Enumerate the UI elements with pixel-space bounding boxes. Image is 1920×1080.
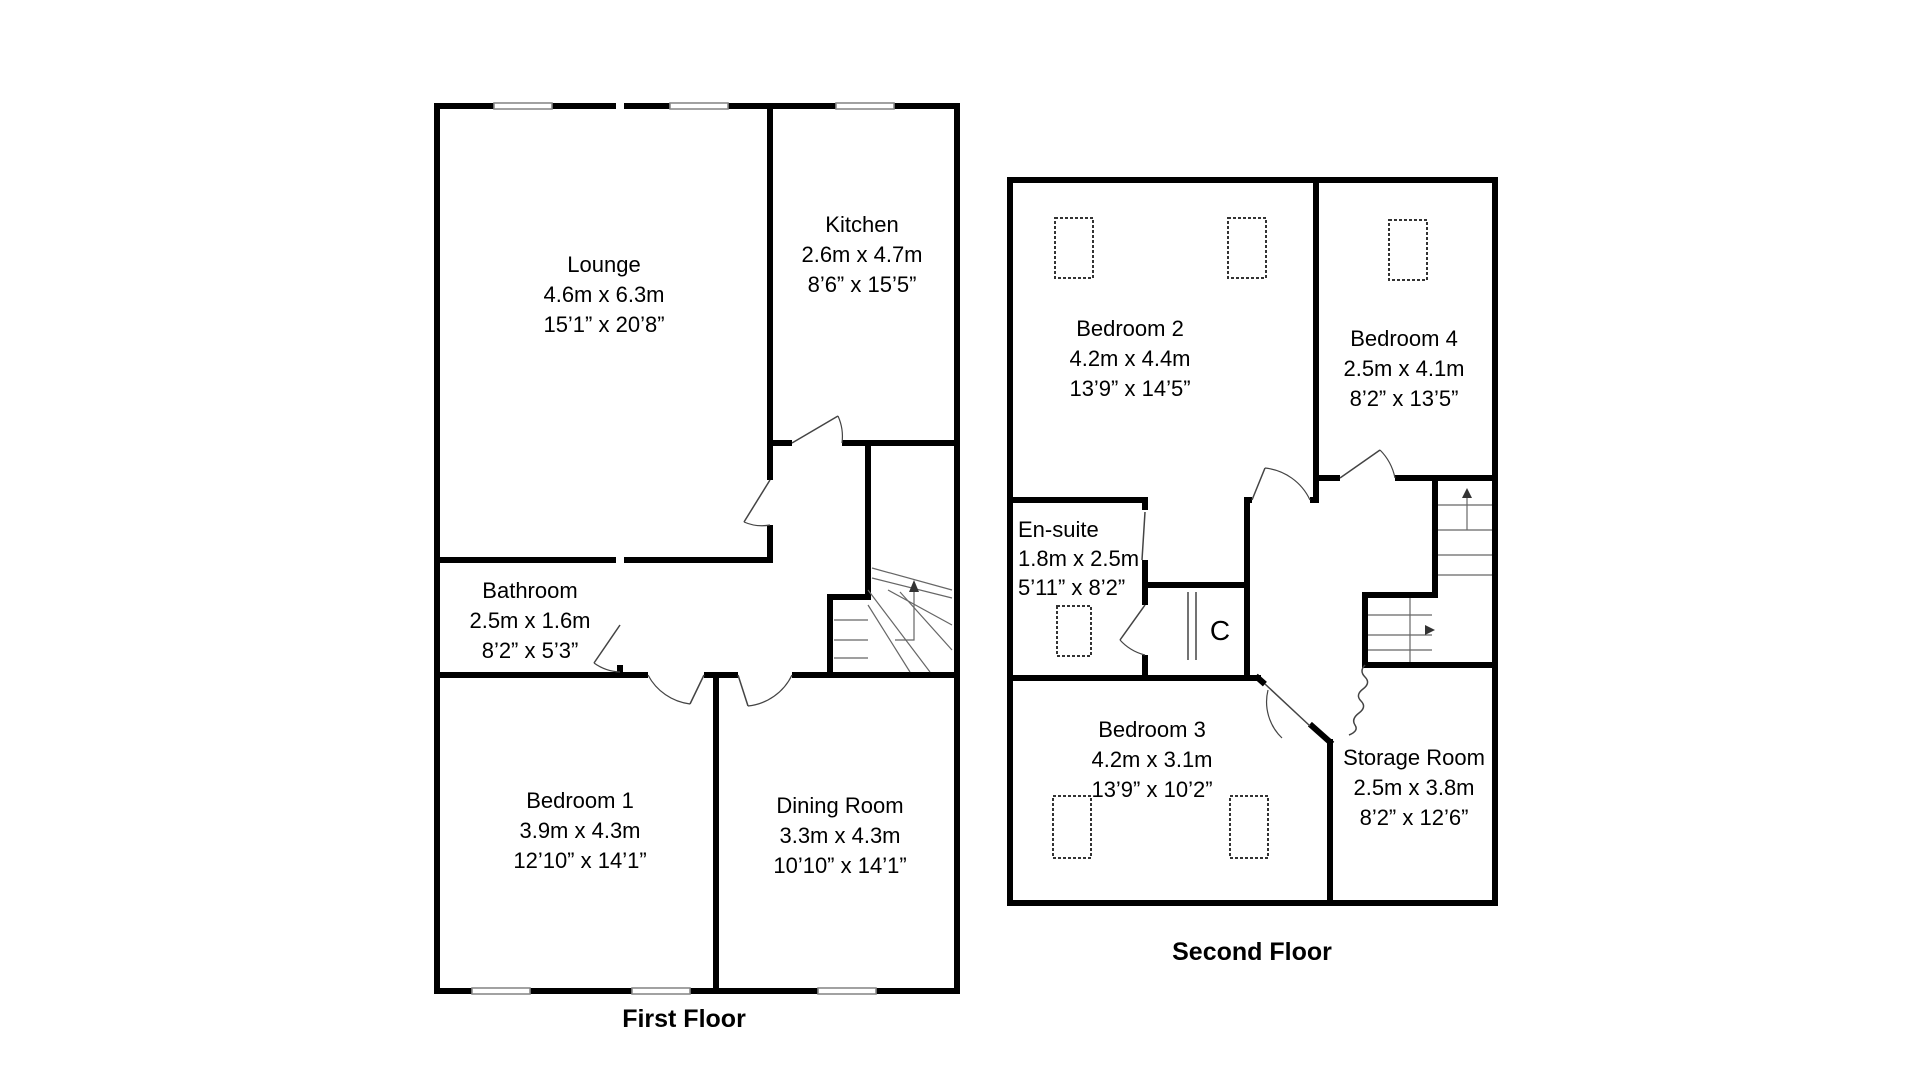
lounge-window-right — [669, 102, 729, 110]
room-name: Bedroom 2 — [1076, 316, 1184, 341]
room-imperial: 8’2” x 12’6” — [1360, 805, 1469, 830]
bedroom1-window-left — [471, 987, 531, 995]
first-floor-plan — [434, 0, 960, 995]
second-floor-plan — [1007, 177, 1498, 906]
room-imperial: 13’9” x 10’2” — [1091, 777, 1212, 802]
second-floor-title: Second Floor — [1172, 938, 1332, 966]
skylight-bedroom3-right — [1229, 795, 1269, 859]
room-metric: 1.8m x 2.5m — [1018, 546, 1139, 571]
room-bedroom-3: Bedroom 3 4.2m x 3.1m 13’9” x 10’2” — [1091, 717, 1212, 802]
room-metric: 4.2m x 4.4m — [1069, 346, 1190, 371]
skylights — [1052, 217, 1428, 859]
room-metric: 3.3m x 4.3m — [779, 823, 900, 848]
second-floor-doors — [1119, 449, 1396, 739]
room-name: Bedroom 4 — [1350, 326, 1458, 351]
room-dining: Dining Room 3.3m x 4.3m 10’10” x 14’1” — [773, 793, 906, 878]
room-imperial: 10’10” x 14’1” — [773, 853, 906, 878]
room-metric: 2.5m x 1.6m — [469, 608, 590, 633]
room-name: Storage Room — [1343, 745, 1485, 770]
room-metric: 2.5m x 4.1m — [1343, 356, 1464, 381]
room-name: En-suite — [1018, 517, 1099, 542]
bedroom1-window-right — [631, 987, 691, 995]
first-floor-doors — [593, 0, 844, 707]
room-kitchen: Kitchen 2.6m x 4.7m 8’6” x 15’5” — [801, 212, 922, 297]
room-imperial: 5’11” x 8’2” — [1018, 575, 1125, 600]
second-floor-stairs — [1368, 488, 1492, 662]
room-storage: Storage Room 2.5m x 3.8m 8’2” x 12’6” — [1343, 745, 1485, 830]
room-name: Lounge — [567, 252, 640, 277]
room-bedroom-2: Bedroom 2 4.2m x 4.4m 13’9” x 14’5” — [1069, 316, 1190, 401]
dining-window — [817, 987, 877, 995]
room-name: Dining Room — [776, 793, 903, 818]
room-bathroom: Bathroom 2.5m x 1.6m 8’2” x 5’3” — [469, 578, 590, 663]
lounge-window-left — [493, 102, 553, 110]
room-metric: 3.9m x 4.3m — [519, 818, 640, 843]
first-floor-title: First Floor — [622, 1005, 746, 1033]
skylight-bedroom3-left — [1052, 795, 1092, 859]
kitchen-window — [835, 102, 895, 110]
room-lounge: Lounge 4.6m x 6.3m 15’1” x 20’8” — [543, 252, 664, 337]
room-name: Bedroom 1 — [526, 788, 634, 813]
room-bedroom-4: Bedroom 4 2.5m x 4.1m 8’2” x 13’5” — [1343, 326, 1464, 411]
room-imperial: 13’9” x 14’5” — [1069, 376, 1190, 401]
second-floor-outer-wall — [1007, 177, 1498, 906]
room-name: Bathroom — [482, 578, 577, 603]
skylight-bedroom2-right — [1227, 217, 1267, 279]
room-metric: 4.6m x 6.3m — [543, 282, 664, 307]
skylight-ensuite — [1056, 605, 1092, 657]
room-name: Bedroom 3 — [1098, 717, 1206, 742]
room-metric: 2.5m x 3.8m — [1353, 775, 1474, 800]
room-metric: 2.6m x 4.7m — [801, 242, 922, 267]
first-floor-stairs — [834, 567, 953, 673]
room-name: Kitchen — [825, 212, 898, 237]
room-imperial: 8’2” x 5’3” — [482, 638, 579, 663]
room-bedroom-1: Bedroom 1 3.9m x 4.3m 12’10” x 14’1” — [513, 788, 646, 873]
room-metric: 4.2m x 3.1m — [1091, 747, 1212, 772]
room-imperial: 12’10” x 14’1” — [513, 848, 646, 873]
skylight-bedroom4 — [1388, 219, 1428, 281]
room-ensuite: En-suite 1.8m x 2.5m 5’11” x 8’2” — [1018, 517, 1139, 600]
skylight-bedroom2-left — [1054, 217, 1094, 279]
room-imperial: 15’1” x 20’8” — [543, 312, 664, 337]
closet-label: C — [1210, 615, 1230, 646]
room-imperial: 8’6” x 15’5” — [808, 272, 917, 297]
room-imperial: 8’2” x 13’5” — [1350, 386, 1459, 411]
